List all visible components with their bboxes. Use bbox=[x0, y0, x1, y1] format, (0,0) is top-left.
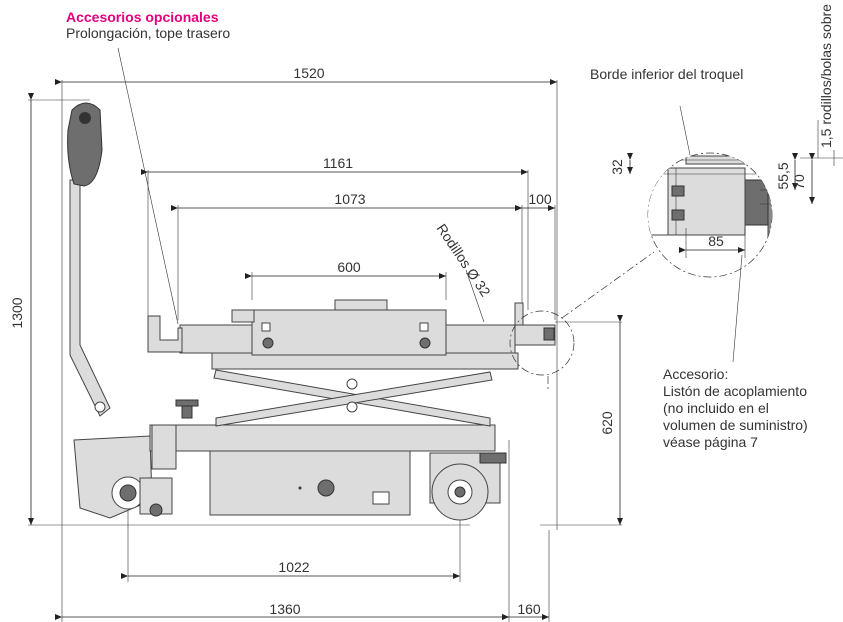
rear-stop bbox=[147, 315, 183, 353]
dim-1520: 1520 bbox=[293, 65, 324, 81]
scissor-arm-b bbox=[215, 371, 493, 427]
dim-55-5: 55,5 bbox=[775, 162, 791, 189]
dim-100: 100 bbox=[528, 191, 552, 207]
dimension-frames bbox=[28, 79, 623, 622]
top-pad bbox=[334, 299, 388, 311]
strip-leader bbox=[732, 254, 743, 363]
base-frame bbox=[149, 424, 496, 452]
handle-grip bbox=[67, 102, 103, 187]
dim-1161: 1161 bbox=[323, 155, 353, 171]
die-edge-leader bbox=[679, 105, 691, 156]
dim-600: 600 bbox=[337, 259, 361, 275]
dim-85: 85 bbox=[708, 233, 724, 249]
lock-icon bbox=[317, 479, 335, 497]
accessory-leader bbox=[117, 47, 179, 325]
note-line: Accesorio: bbox=[663, 366, 729, 382]
dim-1022: 1022 bbox=[278, 559, 309, 575]
detail-view bbox=[627, 120, 843, 278]
dim-1073: 1073 bbox=[334, 191, 365, 207]
dim-1360: 1360 bbox=[269, 601, 300, 617]
note-line: véase página 7 bbox=[663, 434, 758, 450]
platform-box bbox=[251, 309, 447, 356]
dim-32: 32 bbox=[609, 159, 625, 175]
lift-table-machine bbox=[67, 102, 556, 521]
dim-620: 620 bbox=[599, 411, 615, 435]
dim-70: 70 bbox=[791, 174, 807, 190]
battery-box bbox=[209, 450, 411, 516]
die-edge-label: Borde inferior del troquel bbox=[590, 66, 744, 82]
rollers-note: 1,5 rodillos/bolas sobre bbox=[818, 4, 834, 148]
dim-160: 160 bbox=[517, 601, 541, 617]
note-line: (no incluido en el bbox=[663, 400, 769, 416]
dim-1300: 1300 bbox=[9, 297, 25, 328]
detail-marker bbox=[509, 310, 575, 376]
coupling-strip-note: Accesorio: Listón de acoplamiento (no in… bbox=[663, 366, 808, 451]
accessory-subtitle: Prolongación, tope trasero bbox=[66, 25, 231, 41]
accessory-title: Accesorios opcionales bbox=[66, 9, 219, 25]
note-line: volumen de suministro) bbox=[663, 417, 808, 433]
note-line: Listón de acoplamiento bbox=[663, 383, 807, 399]
roller-leader bbox=[465, 269, 485, 323]
handle-bar bbox=[69, 179, 111, 417]
rollers-label: Rodillos Ø 32 bbox=[434, 221, 494, 300]
